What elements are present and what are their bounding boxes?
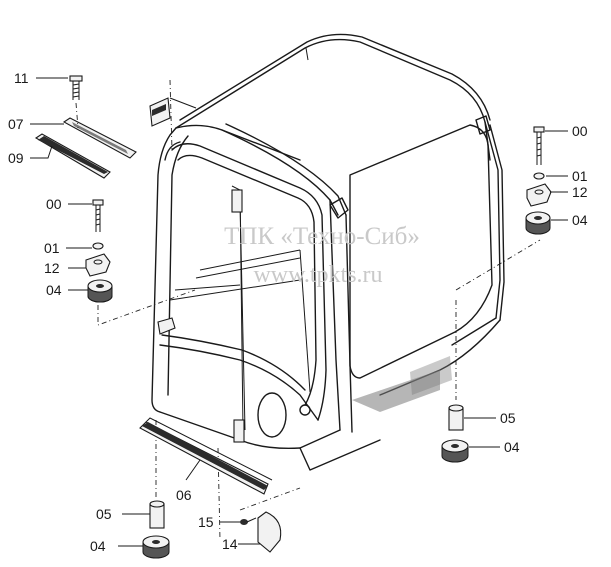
bottom-spacer [142,500,170,559]
callout-04-bottom: 04 [90,538,106,554]
callout-04-right: 04 [572,212,588,228]
door-handle [157,317,176,335]
left-mount-stack [85,199,113,303]
hinge-top [231,189,243,213]
callout-00-right: 00 [572,123,588,139]
callout-04-left: 04 [46,282,62,298]
right-lower-spacer [441,404,469,463]
hinge-bottom [233,419,245,443]
callout-05-right: 05 [500,410,516,426]
callout-06: 06 [176,487,192,503]
bolt-hole [299,404,311,416]
callout-07: 07 [8,116,24,132]
callout-01-right: 01 [572,168,588,184]
callout-12-left: 12 [44,260,60,276]
bolt-11 [69,75,83,100]
watermark-company: ТПК «Техно-Сиб» [224,223,420,250]
callout-04-right-low: 04 [504,439,520,455]
callout-15: 15 [198,514,214,530]
strip-09 [34,133,111,179]
callout-01-left: 01 [44,240,60,256]
cab-body [97,33,541,541]
access-hole [257,392,287,438]
callout-14: 14 [222,536,238,552]
callout-00-left: 00 [46,196,62,212]
weatherstrip-06 [139,417,273,495]
watermark-url: www.tpkts.ru [253,262,382,288]
leader-lines [30,77,568,547]
strip-07 [62,117,137,159]
callout-labels: 11 07 09 00 01 12 04 00 01 12 04 05 04 0… [8,70,588,554]
right-mount-stack [525,126,552,235]
callout-05-left: 05 [96,506,112,522]
callout-09: 09 [8,150,24,166]
callout-12-right: 12 [572,184,588,200]
cover-14 [257,511,282,553]
callout-11: 11 [14,70,29,86]
screw-15 [240,517,257,525]
